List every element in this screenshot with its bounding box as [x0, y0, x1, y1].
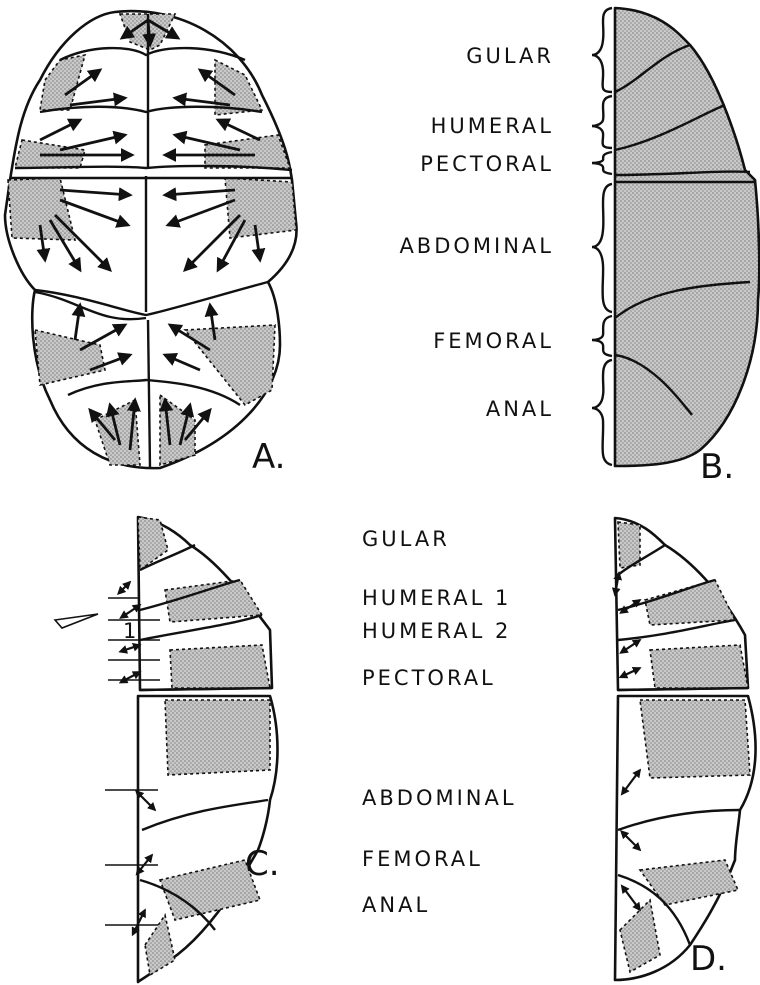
panel-d: D. [615, 518, 756, 980]
b-label-anal: ANAL [486, 397, 554, 421]
panel-b: GULAR HUMERAL PECTORAL ABDOMINAL FEMORAL… [399, 8, 759, 487]
panel-b-outline [615, 8, 759, 466]
panel-c-label: C. [245, 844, 280, 884]
cd-label-pectoral: PECTORAL [362, 666, 496, 690]
cd-label-abdominal: ABDOMINAL [362, 786, 517, 810]
cd-label-femoral: FEMORAL [362, 847, 483, 871]
b-label-femoral: FEMORAL [433, 329, 554, 353]
pointer-triangle [55, 614, 98, 628]
panel-b-label: B. [700, 447, 734, 487]
panel-d-label: D. [690, 939, 727, 979]
b-label-pectoral: PECTORAL [420, 152, 554, 176]
b-label-gular: GULAR [466, 44, 554, 68]
cd-label-humeral-1: HUMERAL 1 [362, 586, 511, 610]
panel-c-pointer: 1 [123, 619, 139, 643]
cd-label-anal: ANAL [362, 893, 430, 917]
abdominal-zone-right [225, 178, 296, 238]
cd-label-humeral-2: HUMERAL 2 [362, 619, 511, 643]
panel-a: A. [5, 11, 297, 477]
cd-labels: GULAR HUMERAL 1 HUMERAL 2 PECTORAL ABDOM… [362, 527, 517, 917]
panel-a-label: A. [252, 437, 285, 477]
b-label-abdominal: ABDOMINAL [399, 234, 554, 258]
cd-label-gular: GULAR [362, 527, 450, 551]
b-label-humeral: HUMERAL [431, 114, 554, 138]
panel-c: C. 1 [55, 517, 280, 982]
